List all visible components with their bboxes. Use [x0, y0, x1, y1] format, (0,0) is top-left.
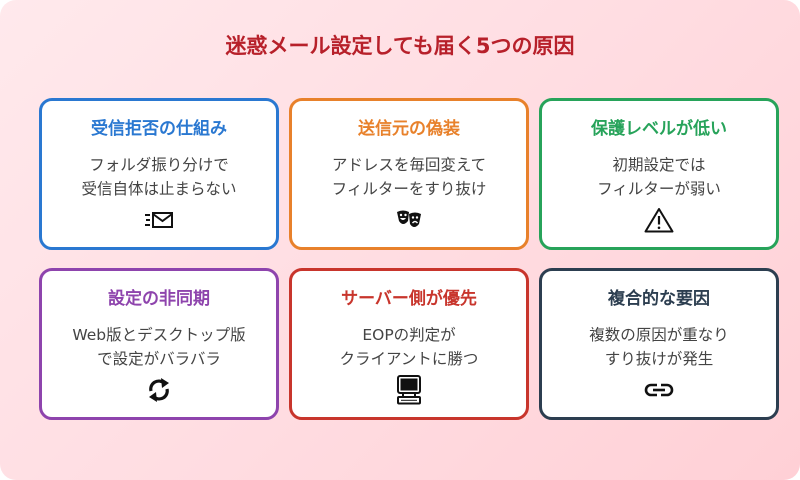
card-low-protection: 保護レベルが低い 初期設定では フィルターが弱い: [539, 98, 779, 250]
card-title: 保護レベルが低い: [591, 119, 727, 139]
card-description-line: フィルターをすり抜け: [331, 180, 487, 198]
card-description: アドレスを毎回変えて フィルターをすり抜け: [292, 153, 526, 201]
card-description-line: アドレスを毎回変えて: [331, 156, 487, 174]
card-title: 設定の非同期: [108, 289, 210, 309]
card-description-line: 受信自体は止まらない: [81, 180, 237, 198]
sync-arrows-icon: [144, 377, 174, 403]
card-description-line: で設定がバラバラ: [97, 350, 221, 368]
card-description-line: Web版とデスクトップ版: [72, 326, 246, 344]
theater-masks-icon: [394, 207, 424, 233]
card-reception-block: 受信拒否の仕組み フォルダ振り分けで 受信自体は止まらない: [39, 98, 279, 250]
card-server-priority: サーバー側が優先 EOPの判定が クライアントに勝つ: [289, 268, 529, 420]
card-description: 初期設定では フィルターが弱い: [542, 153, 776, 201]
card-description: EOPの判定が クライアントに勝つ: [292, 323, 526, 371]
card-description-line: フィルターが弱い: [597, 180, 721, 198]
card-description: 複数の原因が重なり すり抜けが発生: [542, 323, 776, 371]
card-settings-unsynced: 設定の非同期 Web版とデスクトップ版 で設定がバラバラ: [39, 268, 279, 420]
page-title: 迷惑メール設定しても届く5つの原因: [225, 34, 575, 58]
card-description-line: 複数の原因が重なり: [589, 326, 729, 344]
card-description-line: EOPの判定が: [362, 326, 456, 344]
card-compound-factors: 複合的な要因 複数の原因が重なり すり抜けが発生: [539, 268, 779, 420]
computer-terminal-icon: [394, 375, 424, 405]
card-description: フォルダ振り分けで 受信自体は止まらない: [42, 153, 276, 201]
card-title: 受信拒否の仕組み: [91, 119, 227, 139]
card-sender-spoofing: 送信元の偽装 アドレスを毎回変えて フィルターをすり抜け: [289, 98, 529, 250]
card-description-line: すり抜けが発生: [604, 350, 714, 368]
card-title: サーバー側が優先: [341, 289, 477, 309]
card-title: 複合的な要因: [608, 289, 710, 309]
card-title: 送信元の偽装: [358, 119, 460, 139]
card-description-line: フォルダ振り分けで: [89, 156, 229, 174]
card-description: Web版とデスクトップ版 で設定がバラバラ: [42, 323, 276, 371]
card-description-line: クライアントに勝つ: [339, 350, 479, 368]
link-chain-icon: [644, 377, 674, 403]
mail-sending-icon: [144, 207, 174, 233]
warning-triangle-icon: [644, 207, 674, 233]
card-description-line: 初期設定では: [612, 156, 706, 174]
